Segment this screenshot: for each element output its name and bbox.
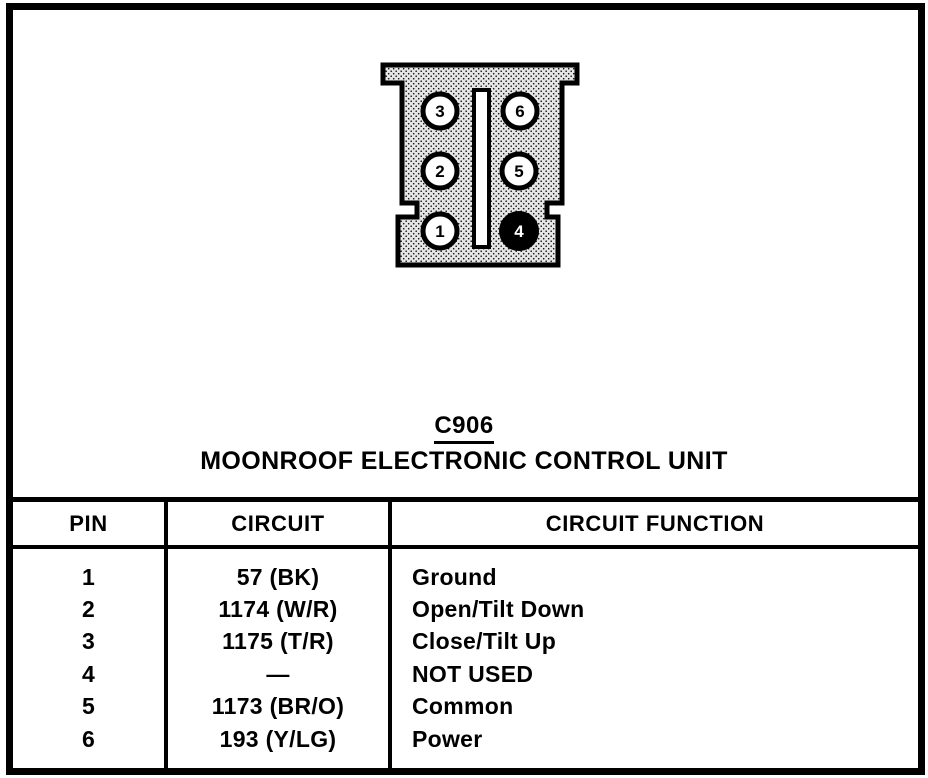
connector-id: C906 (0, 412, 928, 444)
col-header-circuit: CIRCUIT (168, 502, 392, 549)
cell-pin-3: 3 (13, 625, 168, 659)
cell-circuit-1: 57 (BK) (168, 561, 392, 594)
cell-pin-1: 1 (13, 561, 168, 594)
cell-circuit-6: 193 (Y/LG) (168, 722, 392, 756)
pin-2-label: 2 (435, 162, 444, 181)
cell-function-4: NOT USED (412, 660, 534, 687)
cell-function-6: Power (412, 725, 483, 752)
table-filler (13, 755, 168, 768)
pin-6: 6 (500, 91, 540, 131)
col-header-function: CIRCUIT FUNCTION (392, 502, 918, 549)
cell-pin-6: 6 (13, 722, 168, 756)
cell-pin-4: 4 (13, 658, 168, 691)
cell-circuit-5: 1173 (BR/O) (168, 690, 392, 723)
cell-pin-5: 5 (13, 690, 168, 723)
cell-function-5: Common (412, 693, 514, 720)
pin-6-label: 6 (515, 102, 524, 121)
page-border (6, 3, 925, 775)
connector-diagram: 3 6 2 5 1 4 (380, 62, 580, 268)
pin-4-label: 4 (514, 222, 524, 241)
cell-circuit-3: 1175 (T/R) (168, 625, 392, 659)
pin-1: 1 (420, 211, 460, 251)
connector-title: MOONROOF ELECTRONIC CONTROL UNIT (200, 447, 728, 475)
col-header-pin: PIN (13, 502, 168, 549)
cell-function-3: Close/Tilt Up (412, 628, 557, 655)
pin-5: 5 (499, 151, 539, 191)
cell-circuit-4: — (168, 658, 392, 691)
cell-circuit-2: 1174 (W/R) (168, 593, 392, 626)
pinout-table: PIN CIRCUIT CIRCUIT FUNCTION 1 57 (BK) G… (13, 497, 918, 768)
cell-function-2: Open/Tilt Down (412, 596, 585, 623)
pin-1-label: 1 (435, 222, 444, 241)
pin-2: 2 (420, 151, 460, 191)
cell-function-1: Ground (412, 563, 497, 590)
table-spacer (13, 549, 168, 561)
pin-3: 3 (420, 91, 460, 131)
pin-5-label: 5 (514, 162, 523, 181)
cell-pin-2: 2 (13, 593, 168, 626)
pin-4-not-used: 4 (499, 211, 539, 251)
connector-key-slot (472, 88, 491, 249)
pin-3-label: 3 (435, 102, 444, 121)
